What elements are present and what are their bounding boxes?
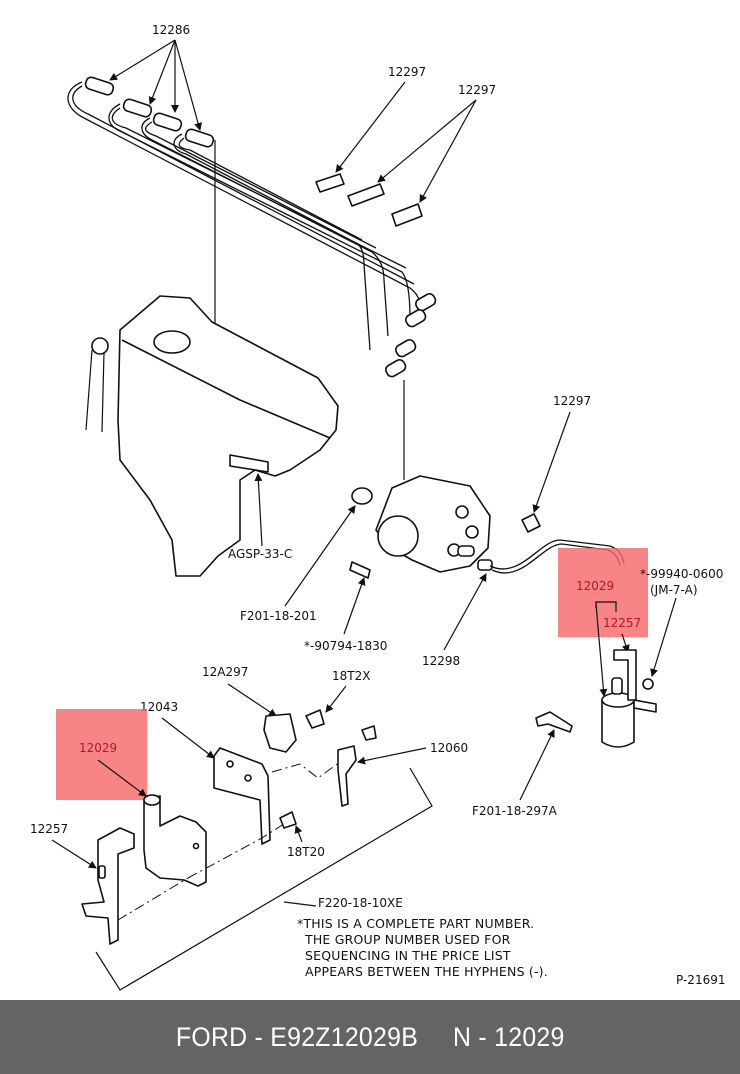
coil-bracket <box>81 827 135 945</box>
note-line: *THIS IS A COMPLETE PART NUMBER. <box>297 916 535 931</box>
part-number-footer: FORD - E92Z12029B N - 12029 <box>0 1000 740 1074</box>
label-12043: 12043 <box>140 700 178 714</box>
figure-number: P-21691 <box>676 973 725 987</box>
engine-block <box>85 295 339 577</box>
note-line: SEQUENCING IN THE PRICE LIST <box>305 948 511 963</box>
label-12286: 12286 <box>152 23 190 37</box>
label-12297-c: 12297 <box>553 394 591 408</box>
note-line: APPEARS BETWEEN THE HYPHENS (-). <box>305 964 548 979</box>
brand-part-number: FORD - E92Z12029B <box>175 1021 418 1052</box>
label-12257-lower: 12257 <box>30 822 68 836</box>
distributor <box>349 475 493 579</box>
parts-diagram: 12286 12297 12297 12297 AGSP-33-C <box>30 23 725 991</box>
spark-plug-wire-set <box>67 76 437 378</box>
label-12029-lower: 12029 <box>79 741 117 755</box>
label-12a297: 12A297 <box>202 665 248 679</box>
label-12060: 12060 <box>430 741 468 755</box>
mounting-plate <box>213 747 271 845</box>
note-line: THE GROUP NUMBER USED FOR <box>305 932 511 947</box>
label-90794-1830: *-90794-1830 <box>304 639 387 653</box>
o-ring <box>351 487 373 505</box>
part-number-note: *THIS IS A COMPLETE PART NUMBER. THE GRO… <box>297 916 548 980</box>
label-18t2x: 18T2X <box>332 669 370 683</box>
label-12257-upper: 12257 <box>603 616 641 630</box>
label-12297-b: 12297 <box>458 83 496 97</box>
group-number: N - 12029 <box>452 1021 565 1052</box>
sensor <box>337 745 357 807</box>
label-12297-a: 12297 <box>388 65 426 79</box>
label-f201-18-201: F201-18-201 <box>240 609 317 623</box>
label-18t20: 18T20 <box>287 845 325 859</box>
coil-canister <box>601 649 657 748</box>
highlight-12029-upper <box>558 548 648 637</box>
ignition-coil <box>143 794 207 887</box>
clip <box>535 711 573 733</box>
wire-separators <box>315 173 541 533</box>
label-f201-18-297a: F201-18-297A <box>472 804 558 818</box>
label-12298: 12298 <box>422 654 460 668</box>
label-99940-0600: *-99940-0600 <box>640 567 723 581</box>
label-agsp-33-c: AGSP-33-C <box>228 547 292 561</box>
connector <box>263 713 297 753</box>
label-jm-7-a: (JM-7-A) <box>650 583 698 597</box>
label-f220-18-10xe: F220-18-10XE <box>318 896 403 910</box>
label-12029-upper: 12029 <box>576 579 614 593</box>
